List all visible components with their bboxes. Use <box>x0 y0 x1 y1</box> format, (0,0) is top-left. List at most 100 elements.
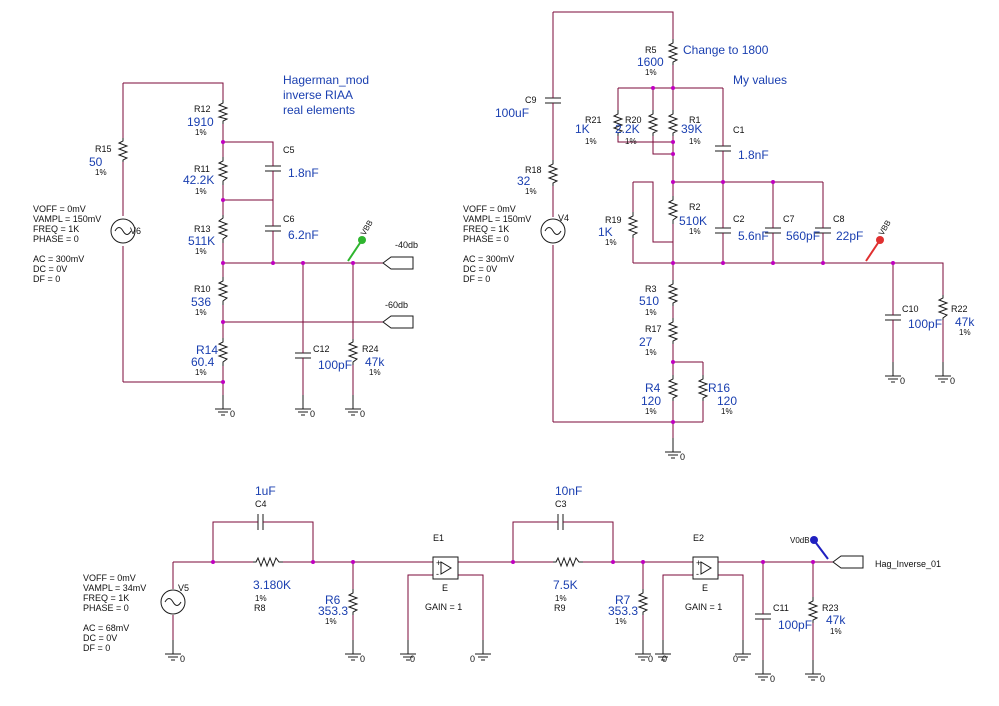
R9-name: R9 <box>554 603 566 613</box>
voltage-probe-icon-3[interactable] <box>810 536 829 560</box>
R5-name: R5 <box>645 45 657 55</box>
R14-symbol[interactable] <box>217 338 229 366</box>
R13-symbol[interactable] <box>217 215 229 243</box>
R20-symbol[interactable] <box>647 110 659 136</box>
net-m60db-connector[interactable] <box>382 315 414 329</box>
C11-value: 100pF <box>778 618 812 632</box>
R20-name: R20 <box>625 115 642 125</box>
C7-symbol[interactable] <box>765 224 781 238</box>
R13-value: 511K <box>188 234 215 248</box>
R1-symbol[interactable] <box>667 110 679 136</box>
C8-symbol[interactable] <box>815 224 831 238</box>
C7-name: C7 <box>783 214 795 224</box>
R15-tol: 1% <box>95 168 107 177</box>
R2-symbol[interactable] <box>667 196 679 224</box>
R11-symbol[interactable] <box>217 157 229 185</box>
R4-tol: 1% <box>645 407 657 416</box>
gnd-label: 0 <box>662 654 667 664</box>
R6-symbol[interactable] <box>347 589 359 615</box>
R16-value: 120 <box>717 394 737 408</box>
E1-name: E1 <box>433 533 444 543</box>
R17-symbol[interactable] <box>667 318 679 344</box>
R8-value: 3.180K <box>253 578 291 592</box>
R5-symbol[interactable] <box>667 39 679 65</box>
R19-symbol[interactable] <box>627 212 639 238</box>
C1-symbol[interactable] <box>715 142 731 156</box>
R5-tol: 1% <box>645 68 657 77</box>
R2-value: 510K <box>679 214 707 228</box>
C6-value: 6.2nF <box>288 228 319 242</box>
R11-value: 42.2K <box>183 173 214 187</box>
R24-value: 47k <box>365 355 385 369</box>
C6-symbol[interactable] <box>265 222 281 236</box>
R23-name: R23 <box>822 603 839 613</box>
C12-symbol[interactable] <box>295 349 311 363</box>
gnd-label: 0 <box>180 654 185 664</box>
R3-symbol[interactable] <box>667 280 679 306</box>
R15-symbol[interactable] <box>117 138 129 162</box>
R1-tol: 1% <box>689 137 701 146</box>
V6-source[interactable] <box>110 218 136 244</box>
C10-symbol[interactable] <box>885 311 901 325</box>
net-hag-inverse-connector[interactable] <box>832 555 864 569</box>
C5-symbol[interactable] <box>265 162 281 176</box>
C5-value: 1.8nF <box>288 166 319 180</box>
R8-symbol[interactable] <box>253 556 283 568</box>
gnd-label: 0 <box>360 654 365 664</box>
C2-symbol[interactable] <box>715 224 731 238</box>
R22-symbol[interactable] <box>937 295 949 320</box>
R6-value: 353.3 <box>318 604 348 618</box>
R18-symbol[interactable] <box>547 160 559 186</box>
circuit-my-values <box>540 11 952 459</box>
R7-symbol[interactable] <box>637 589 649 615</box>
gnd-label: 0 <box>410 654 415 664</box>
svg-text:-: - <box>696 569 699 579</box>
gnd-label: 0 <box>230 409 235 419</box>
C3-symbol[interactable] <box>553 514 573 530</box>
R24-name: R24 <box>362 344 379 354</box>
net-label-v0db: V0dB <box>790 536 810 545</box>
R24-symbol[interactable] <box>347 339 359 365</box>
v5-name: V5 <box>178 583 189 593</box>
v5-prop-7: DF = 0 <box>83 643 110 653</box>
gnd-label: 0 <box>950 376 955 386</box>
R10-symbol[interactable] <box>217 277 229 305</box>
E1-vcvs[interactable]: +- <box>432 556 459 580</box>
R4-symbol[interactable] <box>667 375 679 401</box>
voltage-probe-icon-2[interactable] <box>865 236 884 262</box>
v5-prop-6: DC = 0V <box>83 633 117 643</box>
R23-symbol[interactable] <box>807 597 819 623</box>
voltage-probe-icon[interactable] <box>347 236 366 262</box>
R13-tol: 1% <box>195 247 207 256</box>
E2-type: E <box>702 583 708 593</box>
R9-symbol[interactable] <box>553 556 583 568</box>
E2-vcvs[interactable]: +- <box>692 556 719 580</box>
V5-source[interactable] <box>160 589 186 615</box>
R18-value: 32 <box>517 174 531 188</box>
C11-symbol[interactable] <box>755 610 771 624</box>
R20-tol: 1% <box>625 137 637 146</box>
R9-tol: 1% <box>555 594 567 603</box>
C3-name: C3 <box>555 499 567 509</box>
C10-name: C10 <box>902 304 919 314</box>
R21-value: 1K <box>575 122 590 136</box>
R12-symbol[interactable] <box>217 100 229 124</box>
R16-symbol[interactable] <box>697 375 709 401</box>
R6-tol: 1% <box>325 617 337 626</box>
v4-prop-7: DF = 0 <box>463 274 490 284</box>
V4-source[interactable] <box>540 218 566 244</box>
C1-name: C1 <box>733 125 745 135</box>
R2-tol: 1% <box>689 227 701 236</box>
C9-symbol[interactable] <box>545 94 561 108</box>
R10-tol: 1% <box>195 308 207 317</box>
R4-name: R4 <box>645 381 661 395</box>
C4-symbol[interactable] <box>253 514 273 530</box>
R21-symbol[interactable] <box>612 110 624 136</box>
R24-tol: 1% <box>369 368 381 377</box>
net-m40db-connector[interactable] <box>382 256 414 270</box>
R12-tol: 1% <box>195 128 207 137</box>
v4-prop-2: FREQ = 1K <box>463 224 509 234</box>
gnd-label: 0 <box>360 409 365 419</box>
gnd-label: 0 <box>470 654 475 664</box>
